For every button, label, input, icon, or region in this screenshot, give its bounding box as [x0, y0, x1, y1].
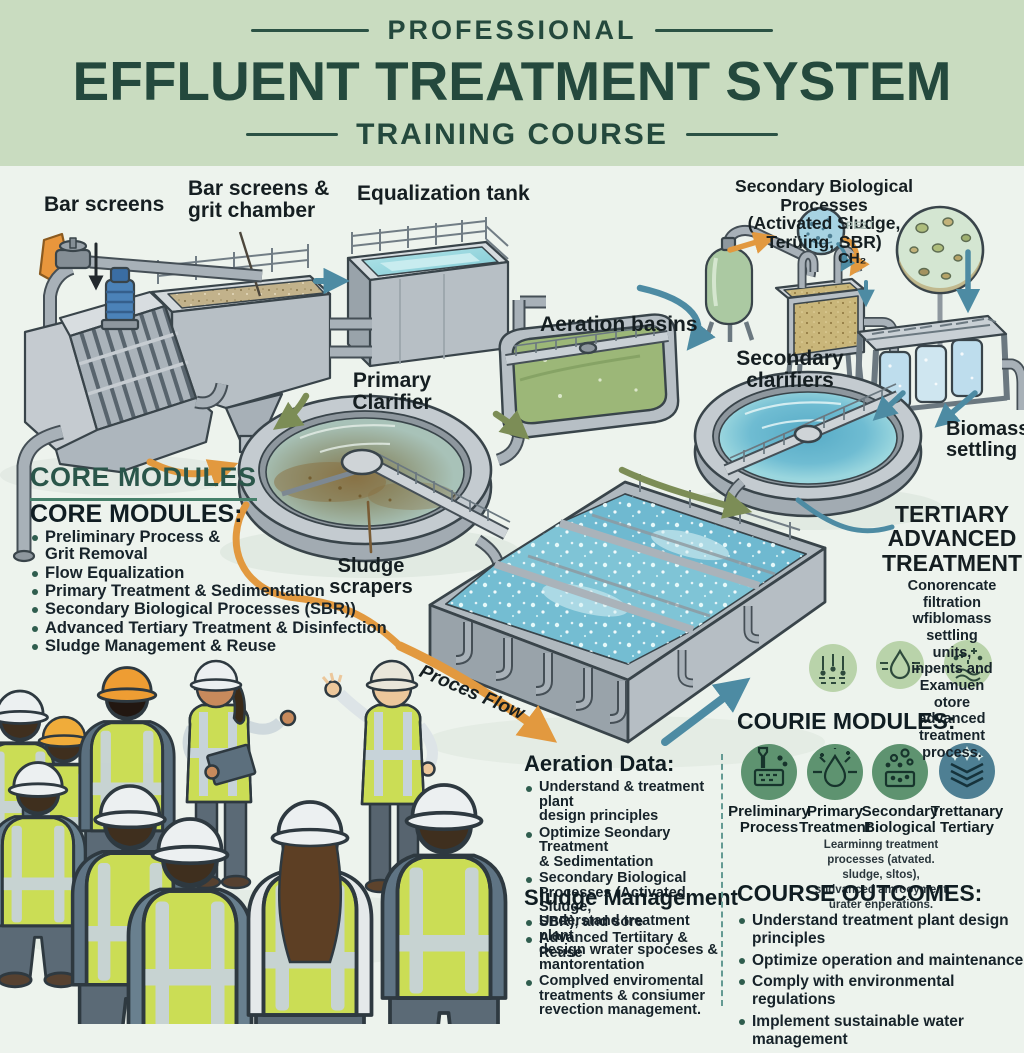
label-primary-clarifier: Primary Clarifier	[352, 369, 432, 415]
water-drop-lines-icon	[876, 641, 924, 689]
core-modules-list: Preliminary Process & Grit Removal Flow …	[30, 528, 387, 656]
pressure-vessel-icon	[703, 236, 755, 342]
sparkle-waves-icon	[944, 640, 992, 688]
subtitle-rule-left	[246, 133, 339, 136]
section-divider	[721, 754, 723, 1006]
plant-illustration	[0, 205, 1024, 1024]
course-modules-heading: COURIE MODULES:	[737, 708, 956, 734]
core-modules-heading: CORE MODULES:	[30, 500, 243, 528]
label-secondary-biological: Secondary Biological Processes (Activate…	[735, 176, 913, 252]
core-modules-title: CORE MODULES	[30, 462, 257, 501]
core-item: Primary Treatment & Sedimentation	[30, 582, 387, 600]
listener-longhair-illustration	[246, 800, 374, 1024]
tertiary-heading: TERTIARY ADVANCED TREATMENT	[881, 501, 1023, 576]
title-rule-right	[654, 28, 773, 32]
outcome-item: Comply with environmental regulations	[737, 973, 1024, 1009]
aeration-data-heading: Aeration Data:	[524, 751, 675, 776]
core-item: Flow Equalization	[30, 564, 387, 582]
label-biomass-settling: Biomass settling	[946, 418, 1024, 462]
poster-header: PROFESSIONAL EFFLUENT TREATMENT SYSTEM T…	[0, 0, 1024, 166]
label-secondary-clarifiers: Secondary clarifiers	[736, 347, 844, 393]
label-grit-chamber: Bar screens & grit chamber	[188, 177, 330, 223]
label-sludge-scrapers: Sludge scrapers	[329, 555, 413, 599]
outcome-item: Optimize operation and maintenance	[737, 952, 1024, 970]
sludge-management-heading: Sludge Management	[524, 885, 738, 910]
core-item: Preliminary Process & Grit Removal	[30, 528, 387, 564]
bar-screen-unit	[12, 232, 263, 563]
module-label-tertiary: Trettanary Tertiary	[930, 803, 1004, 837]
aeration-basin	[498, 313, 680, 439]
aeration-item: Advanced Tertiitary & Reuse	[524, 931, 724, 960]
aeration-tank	[428, 474, 827, 744]
sludge-item: Understand treatment plant design wrater…	[524, 914, 724, 972]
preliminary-process-icon	[741, 744, 797, 800]
label-aeration-basins: Aeration basins	[540, 313, 698, 336]
secondary-biological-icon	[872, 744, 928, 800]
module-icons	[741, 640, 995, 800]
title-rule-left	[251, 28, 370, 32]
sludge-item: Complved enviromental treatments & consi…	[524, 974, 724, 1018]
microbe-view-small-icon	[796, 206, 846, 256]
label-equalization-tank: Equalization tank	[357, 182, 530, 205]
core-item: Advanced Tertiary Treatment & Disinfecti…	[30, 619, 387, 637]
diffuser-pipes-icon	[455, 606, 760, 724]
label-bar-screens: Bar screens	[44, 193, 165, 216]
flow-arrows	[88, 231, 981, 746]
secondary-clarifier	[693, 370, 923, 520]
header-title: EFFLUENT TREATMENT SYSTEM	[72, 49, 952, 112]
course-outcomes-list: Understand treatment plant design princi…	[737, 912, 1024, 1053]
inlet-valve-icon	[43, 237, 263, 334]
aeration-item: Optimize Seondary Treatment & Sedimentat…	[524, 825, 724, 870]
label-ch2: CH₂	[838, 250, 867, 267]
workers-group-illustration	[0, 659, 508, 1024]
aeration-item: Understand & treatment plant design prin…	[524, 780, 724, 824]
outcome-item: Implement sustainable water management	[737, 1013, 1024, 1049]
header-subtitle: TRAINING COURSE	[356, 117, 668, 151]
outcome-item: Understand treatment plant design princi…	[737, 912, 1024, 948]
primary-treatment-icon	[807, 744, 863, 800]
header-kicker: PROFESSIONAL	[387, 14, 637, 45]
tertiary-layers-icon	[939, 743, 995, 799]
core-item: Secondary Biological Processes (SBR))	[30, 600, 387, 618]
course-outcomes-heading: COURSE OUTCOMES:	[737, 880, 983, 906]
module-label-secondary: Secondary Biological	[861, 803, 939, 837]
label-pe2: PE2 ſ	[846, 220, 873, 232]
tertiary-body: Conorencate filtration wfiblomass settli…	[907, 578, 997, 761]
primary-clarifier	[237, 394, 511, 577]
pump-icon	[100, 266, 140, 331]
aeration-item: Secondary Biological Processes (Activate…	[524, 871, 724, 929]
sludge-management-list: Understand treatment plant design wrater…	[524, 914, 724, 1020]
module-label-primary: Primary Treatment	[799, 803, 871, 837]
module-label-preliminary: Preliminary Process	[728, 803, 810, 837]
subtitle-rule-right	[685, 133, 778, 136]
modules-caption: Learminng treatment processes (atvated. …	[814, 839, 948, 911]
temperature-sediment-icon	[809, 644, 857, 692]
core-item: Sludge Management & Reuse	[30, 637, 387, 655]
aeration-data-list: Understand & treatment plant design prin…	[524, 780, 724, 962]
